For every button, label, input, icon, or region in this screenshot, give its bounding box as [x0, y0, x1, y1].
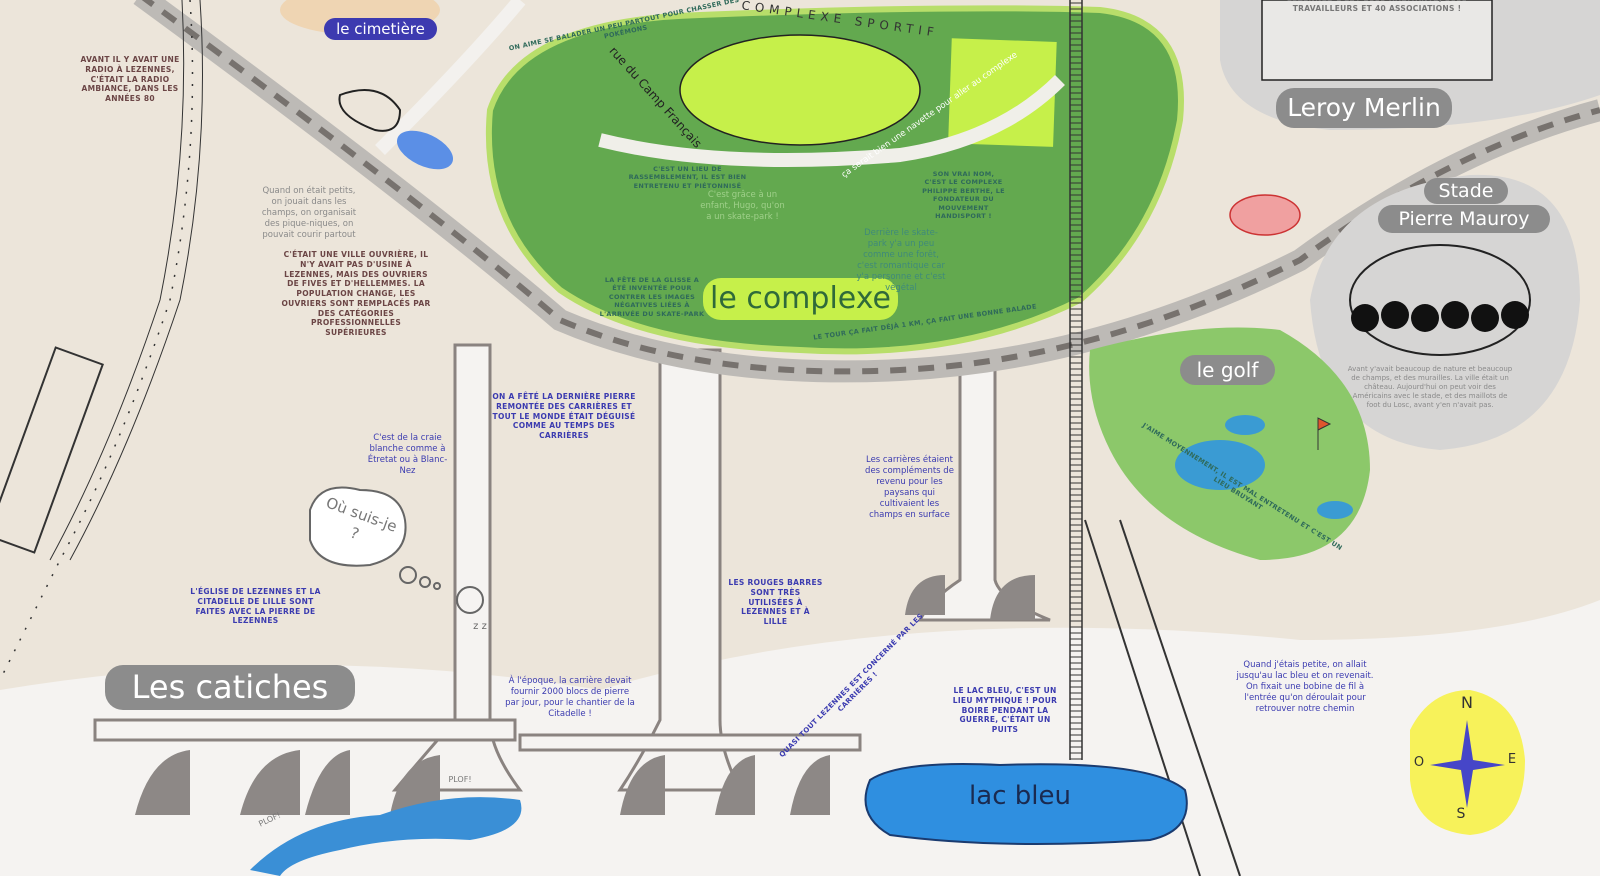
note-habitants: Lezennes c'est 3000 habitants, 3000 trav… — [1287, 0, 1467, 13]
note-petits: Quand on était petits, on jouait dans le… — [261, 186, 357, 241]
label-cimetiere: le cimetière — [324, 18, 437, 40]
note-ville-ouvriere: C'était une ville ouvrière, il n'y avait… — [281, 250, 431, 337]
compass-n: N — [1461, 693, 1473, 712]
note-foret: Derrière le skate-park y'a un peu comme … — [856, 228, 946, 294]
red-car — [1229, 194, 1301, 236]
football-pitch — [948, 38, 1057, 147]
label-golf: le golf — [1180, 355, 1275, 385]
plof-text-2: PLOF! — [448, 775, 472, 784]
compass-s: S — [1456, 806, 1466, 822]
note-rouges-barres: Les rouges barres sont très utilisées à … — [728, 578, 823, 626]
note-berthe: Son vrai nom, c'est le complexe Philippe… — [922, 170, 1005, 221]
compass-o: O — [1413, 755, 1425, 770]
thought-bubble — [309, 486, 407, 567]
note-hugo: C'est grâce à un enfant, Hugo, qu'on a u… — [700, 190, 785, 223]
sleeping-head — [456, 586, 484, 614]
golf-flag — [1317, 417, 1332, 450]
underground-water — [250, 797, 522, 876]
note-craie: C'est de la craie blanche comme à Étreta… — [367, 433, 448, 477]
note-derniere-pierre: On a fêté la dernière pierre remontée de… — [492, 392, 636, 440]
label-catiches: Les catiches — [105, 665, 355, 710]
note-fete-glisse: La fête de la glisse a été inventée pour… — [599, 276, 705, 318]
black-car — [338, 89, 402, 132]
train-drawing — [0, 346, 104, 554]
compass-rose — [1430, 720, 1505, 808]
path-white — [375, 0, 526, 155]
snore-text: z z — [473, 621, 487, 632]
lac-bleu — [864, 763, 1188, 845]
label-complexe: le complexe — [703, 278, 898, 320]
note-complements: Les carrières étaient des compléments de… — [865, 455, 954, 521]
blue-car — [396, 130, 454, 170]
label-leroy-merlin: Leroy Merlin — [1276, 88, 1452, 128]
note-epoque: À l'époque, la carrière devait fournir 2… — [505, 676, 635, 720]
stadium-drawing — [1349, 244, 1531, 356]
note-bobine: Quand j'étais petite, on allait jusqu'au… — [1236, 660, 1374, 715]
stadium-trees — [1351, 301, 1529, 332]
sports-field — [679, 34, 921, 146]
catiche-arches — [135, 575, 1035, 815]
compass-e: E — [1507, 752, 1517, 767]
note-lac-mythique: Le lac bleu, c'est un lieu mythique ! Po… — [952, 686, 1058, 734]
note-stade: Avant y'avait beaucoup de nature et beau… — [1347, 365, 1513, 410]
note-eglise: L'église de Lezennes et la citadelle de … — [190, 587, 321, 626]
note-radio: Avant il y avait une radio à Lezennes, c… — [80, 55, 180, 103]
label-pierre-mauroy: Pierre Mauroy — [1378, 205, 1550, 233]
label-lac-bleu: lac bleu — [969, 781, 1071, 811]
note-rassemblement: C'est un lieu de rassemblement, il est b… — [628, 165, 747, 190]
label-stade: Stade — [1424, 178, 1508, 204]
